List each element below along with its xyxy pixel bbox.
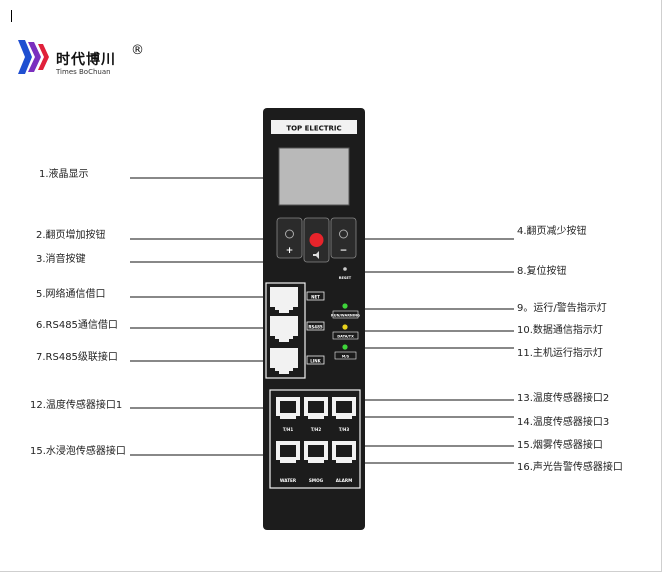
callout-rs485: 6.RS485通信借口 <box>36 320 118 331</box>
callout-page-down: 4.翻页减少按钮 <box>517 226 587 237</box>
net-port <box>270 287 298 313</box>
svg-text:DATA/TX: DATA/TX <box>337 335 354 339</box>
svg-text:T/H2: T/H2 <box>311 427 322 432</box>
svg-text:−: − <box>340 246 348 256</box>
registered-mark: ® <box>131 43 144 58</box>
brand-logo-icon <box>18 40 49 74</box>
svg-text:M/S: M/S <box>342 355 350 359</box>
callout-th3: 14.温度传感器接口3 <box>517 417 610 428</box>
svg-text:RESET: RESET <box>339 276 352 280</box>
callout-rs485-cascade: 7.RS485级联接口 <box>36 352 118 363</box>
lcd-screen <box>278 147 350 206</box>
svg-text:T/H1: T/H1 <box>283 427 294 432</box>
device-title: TOP ELECTRIC <box>286 125 341 133</box>
callout-lcd: 1.液晶显示 <box>39 169 89 180</box>
reset-hole <box>343 267 347 271</box>
speaker-icon <box>313 251 319 259</box>
svg-text:ALARM: ALARM <box>336 478 353 483</box>
mute-button-red <box>309 233 324 247</box>
svg-text:+: + <box>286 246 294 256</box>
link-port <box>270 348 298 374</box>
callout-water: 15.水浸泡传感器接口 <box>30 446 126 457</box>
device-panel <box>263 108 365 530</box>
callout-page-up: 2.翻页增加按钮 <box>36 230 106 241</box>
svg-text:LINK: LINK <box>310 359 321 364</box>
callout-mute: 3.消音按键 <box>36 254 86 265</box>
callout-smog: 15.烟雾传感器接口 <box>517 440 603 451</box>
brand-name-en: Times BoChuan <box>56 68 111 76</box>
rs485-port <box>270 316 298 342</box>
callout-alarm: 16.声光告警传感器接口 <box>517 462 623 473</box>
host-run-led <box>342 344 348 350</box>
svg-text:RS485: RS485 <box>308 325 323 330</box>
callout-th2: 13.温度传感器接口2 <box>517 393 610 404</box>
svg-text:WATER: WATER <box>280 478 297 483</box>
callout-reset: 8.复位按钮 <box>517 266 567 277</box>
callout-th1: 12.温度传感器接口1 <box>30 400 123 411</box>
svg-text:T/H3: T/H3 <box>339 427 350 432</box>
svg-text:NET: NET <box>311 295 320 300</box>
run-warning-led <box>342 303 348 309</box>
brand-name-cn: 时代博川 <box>56 52 116 68</box>
callout-host-led: 11.主机运行指示灯 <box>517 348 603 359</box>
svg-text:RUN/WARNING: RUN/WARNING <box>331 314 360 318</box>
callout-net: 5.网络通信借口 <box>36 289 106 300</box>
brand-plate <box>271 120 357 134</box>
callout-data-led: 10.数据通信指示灯 <box>517 325 603 336</box>
text-cursor <box>11 10 12 22</box>
ethernet-ports <box>270 287 298 374</box>
data-led <box>342 324 348 330</box>
svg-text:SMOG: SMOG <box>309 478 324 483</box>
callout-run-warning: 9。运行/警告指示灯 <box>517 303 607 314</box>
